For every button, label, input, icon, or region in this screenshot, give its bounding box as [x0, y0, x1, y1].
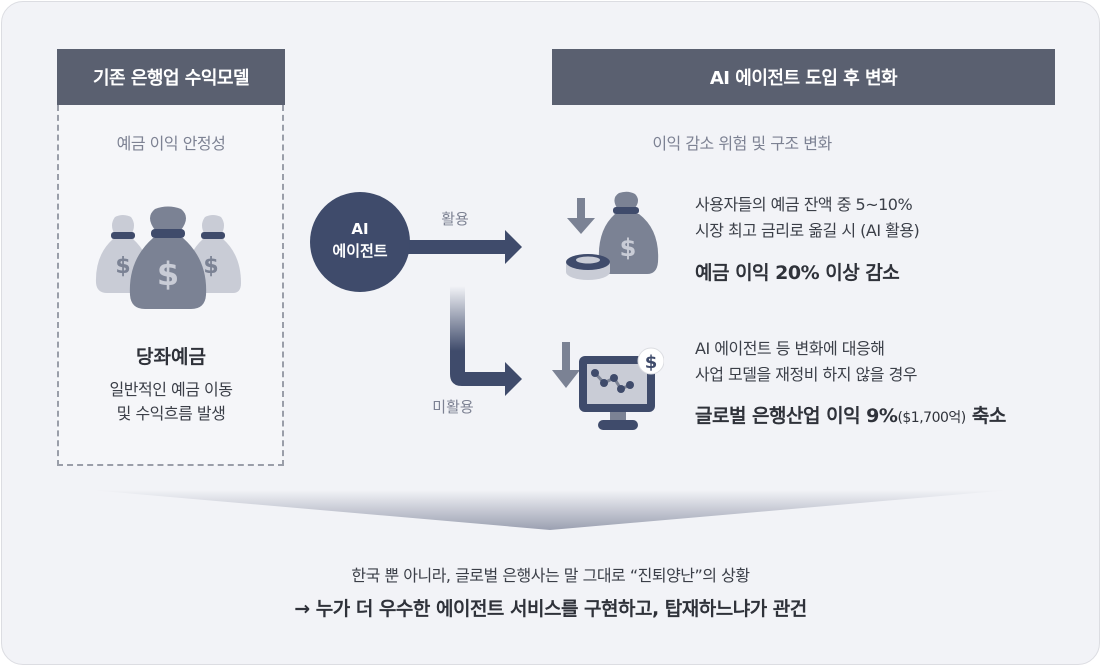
- arrow-used-label: 활용: [441, 210, 469, 228]
- svg-text:$: $: [157, 255, 179, 293]
- svg-text:$: $: [620, 234, 637, 262]
- item1-line2: 시장 최고 금리로 옮길 시 (AI 활용): [695, 221, 920, 240]
- ai-agent-label-line1: AI: [351, 220, 369, 238]
- conclusion-line2: → 누가 더 우수한 에이전트 서비스를 구현하고, 탑재하느냐가 관건: [294, 598, 807, 620]
- right-panel-header: AI 에이전트 도입 후 변화: [552, 49, 1055, 105]
- money-bag-down-icon: $: [566, 191, 659, 280]
- item2-result-tail: 축소: [965, 405, 1006, 427]
- svg-text:$: $: [645, 352, 658, 373]
- monitor-chart-down-icon: $: [552, 342, 664, 430]
- item2-line1: AI 에이전트 등 변화에 대응해: [695, 339, 885, 358]
- conclusion-line1: 한국 뿐 아니라, 글로벌 은행사는 말 그대로 “진퇴양난”의 상황: [351, 566, 750, 585]
- money-bags-icon: $ $ $: [95, 206, 241, 309]
- arrow-unused-label: 미활용: [432, 398, 474, 416]
- left-panel-title: 당좌예금: [136, 346, 206, 368]
- ai-agent-label-line2: 에이전트: [332, 242, 388, 260]
- arrow-unused-icon: [450, 286, 522, 396]
- item2-result-paren: ($1,700억): [897, 410, 966, 426]
- ai-agent-circle: [310, 192, 410, 292]
- item1-line1: 사용자들의 예금 잔액 중 5~10%: [695, 195, 913, 214]
- item2-line2: 사업 모델을 재정비 하지 않을 경우: [695, 365, 918, 384]
- left-panel-desc-line1: 일반적인 예금 이동: [109, 380, 233, 399]
- svg-text:$: $: [115, 254, 130, 279]
- ai-agent-label: AI 에이전트: [310, 218, 410, 262]
- item2-result: 글로벌 은행산업 이익 9%($1,700억) 축소: [695, 401, 1006, 428]
- flow-arrows: [310, 192, 522, 396]
- item1-result: 예금 이익 20% 이상 감소: [695, 262, 900, 284]
- arrow-used-icon: [380, 230, 522, 264]
- left-panel-subtitle: 예금 이익 안정성: [116, 134, 226, 153]
- left-panel-header: 기존 은행업 수익모델: [57, 49, 285, 105]
- item2-result-main: 글로벌 은행산업 이익 9%: [695, 405, 898, 427]
- left-panel-desc-line2: 및 수익흐름 발생: [116, 404, 226, 423]
- conclusion-funnel-arrow: [90, 490, 1010, 530]
- svg-text:$: $: [203, 254, 218, 279]
- right-panel-subtitle: 이익 감소 위험 및 구조 변화: [652, 134, 832, 153]
